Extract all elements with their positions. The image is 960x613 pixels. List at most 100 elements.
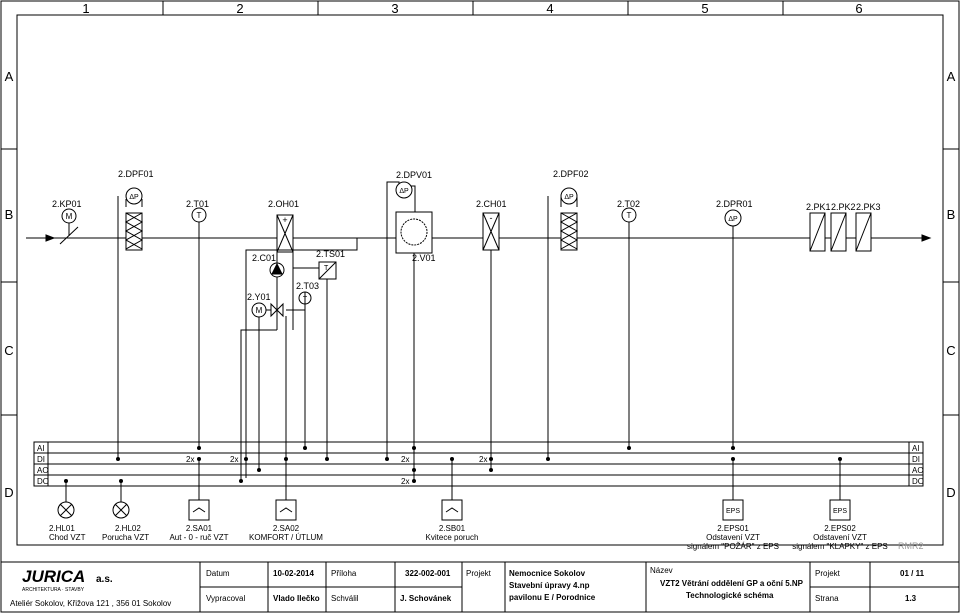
bus-label-di-right: DI bbox=[912, 455, 920, 464]
row-label-b-left: B bbox=[5, 207, 14, 222]
label-dpr01: 2.DPR01 bbox=[716, 199, 753, 209]
row-label-a-right: A bbox=[947, 69, 956, 84]
label-kp01: 2.KP01 bbox=[52, 199, 82, 209]
pump-c01 bbox=[269, 262, 285, 278]
nazev-line2: Technologické schéma bbox=[686, 591, 774, 600]
schvalil-value: J. Schovánek bbox=[400, 594, 452, 603]
sensor-dpr01 bbox=[724, 209, 742, 238]
fan-dpv01 bbox=[386, 181, 433, 254]
dp-symbol: ΔP bbox=[129, 194, 139, 201]
label-c01: 2.C01 bbox=[252, 253, 276, 263]
eps01-box bbox=[722, 499, 744, 521]
row-separators bbox=[1, 148, 959, 416]
label-ch01: 2.CH01 bbox=[476, 199, 507, 209]
datum-label: Datum bbox=[206, 569, 230, 578]
eps01-symbol: EPS bbox=[726, 508, 740, 515]
sb01-desc: Kvitece poruch bbox=[426, 533, 479, 542]
label-pk2: 2.PK2 bbox=[831, 202, 856, 212]
damper-kp01 bbox=[59, 208, 79, 245]
bus-label-ao-right: AO bbox=[912, 466, 924, 475]
button-sb01 bbox=[441, 499, 463, 521]
bus-label-ai-right: AI bbox=[912, 444, 920, 453]
row-label-a-left: A bbox=[5, 69, 14, 84]
sa01-desc: Aut - 0 - ruč VZT bbox=[169, 533, 228, 542]
hl01-desc: Chod VZT bbox=[49, 533, 86, 542]
filter-dpf01 bbox=[124, 187, 144, 251]
column-label-1: 1 bbox=[82, 1, 89, 16]
heater-oh01 bbox=[276, 214, 294, 253]
label-pk1: 2.PK1 bbox=[806, 202, 831, 212]
sa01-id: 2.SA01 bbox=[186, 524, 213, 533]
row-label-d-left: D bbox=[4, 485, 13, 500]
dp-symbol-dpr01: ΔP bbox=[728, 216, 738, 223]
field-wiring bbox=[65, 459, 841, 502]
bus-label-di-left: DI bbox=[37, 455, 45, 464]
bus-label-do-left: DO bbox=[37, 477, 49, 486]
column-label-4: 4 bbox=[546, 1, 553, 16]
bus-count-do: 2x bbox=[401, 477, 409, 486]
bus-count-sa01: 2x bbox=[186, 455, 194, 464]
projekt2-value: 01 / 11 bbox=[900, 569, 925, 578]
row-label-c-right: C bbox=[946, 343, 955, 358]
projekt-label: Projekt bbox=[466, 569, 492, 578]
bus-junctions bbox=[64, 446, 842, 483]
column-label-6: 6 bbox=[855, 1, 862, 16]
eps01-desc2: signálem "POŽÁR" z EPS bbox=[687, 542, 779, 551]
label-t02: 2.T02 bbox=[617, 199, 640, 209]
sensor-t02 bbox=[621, 207, 637, 238]
switch-sa01 bbox=[188, 499, 210, 521]
cooler-ch01 bbox=[482, 212, 500, 251]
air-duct bbox=[26, 234, 932, 242]
temp-symbol: T bbox=[197, 211, 202, 220]
bus-count-sa02: 2x bbox=[230, 455, 238, 464]
sensor-t01 bbox=[191, 207, 207, 238]
bus-count-dpv01: 2x bbox=[401, 455, 409, 464]
column-label-5: 5 bbox=[701, 1, 708, 16]
dp-symbol-dpv01: ΔP bbox=[399, 188, 409, 195]
label-ts01: 2.TS01 bbox=[316, 249, 345, 259]
strana-label: Strana bbox=[815, 594, 839, 603]
hl02-desc: Porucha VZT bbox=[102, 533, 149, 542]
eps02-desc2: signálem "KLAPKY" z EPS bbox=[792, 542, 888, 551]
row-label-b-right: B bbox=[947, 207, 956, 222]
column-header bbox=[162, 1, 784, 15]
company-logo-suffix: a.s. bbox=[96, 574, 113, 585]
lamp-hl01 bbox=[57, 501, 75, 519]
motor-symbol: M bbox=[66, 212, 73, 221]
label-dpf02: 2.DPF02 bbox=[553, 169, 589, 179]
label-t01: 2.T01 bbox=[186, 199, 209, 209]
company-logo: JURICA bbox=[22, 567, 85, 586]
vypracoval-value: Vlado Ilečko bbox=[273, 594, 320, 603]
column-label-3: 3 bbox=[391, 1, 398, 16]
label-t03: 2.T03 bbox=[296, 281, 319, 291]
label-dpv01: 2.DPV01 bbox=[396, 170, 432, 180]
temp-symbol-t03: T bbox=[303, 296, 308, 303]
vypracoval-label: Vypracoval bbox=[206, 594, 246, 603]
company-tagline: ARCHITEKTURA · STAVBY bbox=[22, 587, 85, 593]
title-block bbox=[1, 561, 959, 612]
label-dpf01: 2.DPF01 bbox=[118, 169, 154, 179]
eps01-id: 2.EPS01 bbox=[717, 524, 749, 533]
company-address: Ateliér Sokolov, Křižova 121 , 356 01 So… bbox=[10, 599, 171, 608]
datum-value: 10-02-2014 bbox=[273, 569, 314, 578]
priloha-value: 322-002-001 bbox=[405, 569, 451, 578]
hl01-id: 2.HL01 bbox=[49, 524, 75, 533]
label-oh01: 2.OH01 bbox=[268, 199, 299, 209]
filter-dpf02 bbox=[559, 187, 579, 251]
sa02-desc: KOMFORT / ÚTLUM bbox=[249, 533, 323, 542]
fire-dampers bbox=[809, 212, 872, 252]
eps02-desc: Odstavení VZT bbox=[813, 533, 867, 542]
priloha-label: Příloha bbox=[331, 569, 357, 578]
schvalil-label: Schválil bbox=[331, 594, 359, 603]
eps01-desc: Odstavení VZT bbox=[706, 533, 760, 542]
valve-y01 bbox=[251, 302, 284, 318]
bus-label-ai-left: AI bbox=[37, 444, 45, 453]
temp-symbol-ts01: T bbox=[324, 265, 329, 272]
projekt-line2: Stavební úpravy 4.np bbox=[509, 581, 590, 590]
cooler-minus: - bbox=[490, 213, 493, 223]
drawing-border bbox=[16, 14, 944, 546]
switch-sa02 bbox=[275, 499, 297, 521]
row-label-d-right: D bbox=[946, 485, 955, 500]
